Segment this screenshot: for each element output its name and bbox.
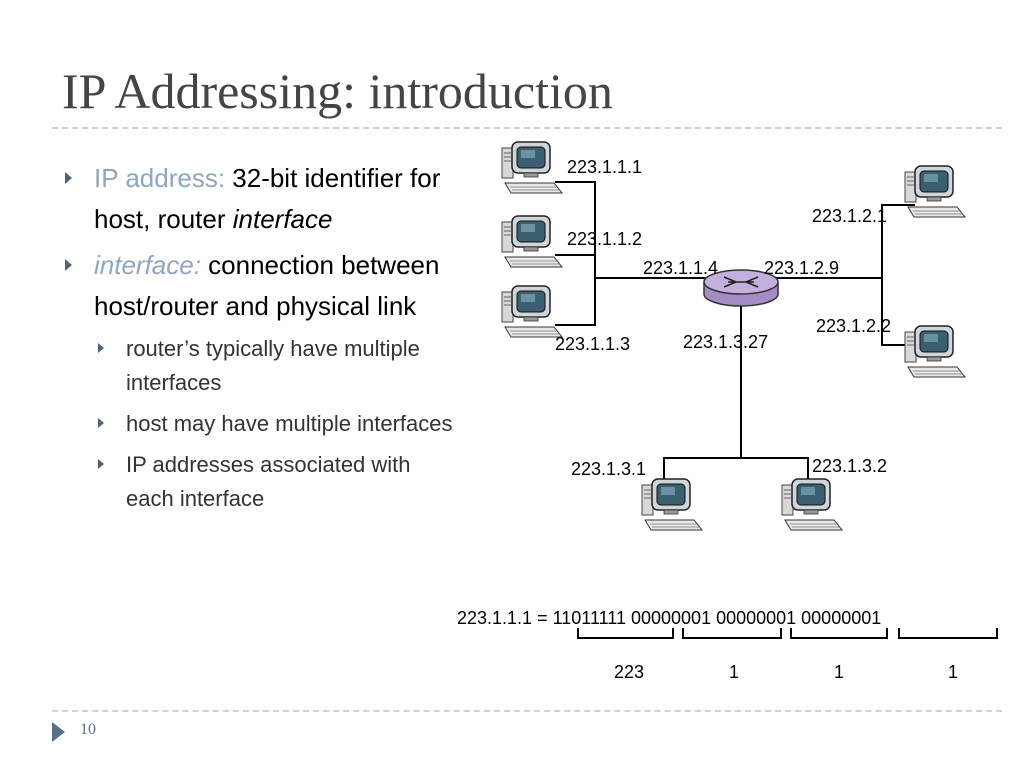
term-ip-address: IP address: [94, 163, 226, 193]
host-label-h5: 223.1.2.2 [816, 316, 891, 336]
subnet-1-bus [555, 181, 596, 326]
bullet-ip-address: IP address: 32-bit identifier for host, … [62, 158, 457, 240]
sub-bullet-arrow-icon [98, 418, 104, 428]
bullet-text: 32-bit identifier for host, router [94, 163, 441, 234]
bullet-interface: interface: connection between host/route… [62, 245, 457, 327]
binary-equation: 223.1.1.1 = 11011111 00000001 00000001 0… [457, 608, 881, 628]
subnet-3-bus [663, 457, 809, 485]
octet-brackets [577, 628, 998, 639]
octet-value: 1 [948, 662, 958, 682]
title-separator [52, 127, 1002, 129]
host-label-h3: 223.1.1.3 [555, 334, 630, 354]
host-label-h1: 223.1.1.1 [567, 157, 642, 177]
router-label-r3: 223.1.3.27 [683, 332, 768, 352]
host-h2-icon [501, 215, 563, 268]
host-h3-icon [501, 285, 563, 338]
host-label-h2: 223.1.1.2 [567, 229, 642, 249]
bullet-list: IP address: 32-bit identifier for host, … [62, 158, 457, 523]
sub-bullet-text: host may have multiple interfaces [126, 411, 453, 436]
host-label-h7: 223.1.3.2 [812, 456, 887, 476]
footer-arrow-icon [52, 722, 65, 742]
term-interface: interface: [94, 250, 201, 280]
sub-bullet-arrow-icon [98, 459, 104, 469]
sub-bullet: router’s typically have multiple interfa… [62, 332, 457, 400]
bullet-arrow-icon [65, 259, 72, 271]
slide-title: IP Addressing: introduction [62, 63, 613, 119]
sub-bullet-text: IP addresses associated with each interf… [126, 452, 411, 511]
host-h1-icon [501, 141, 563, 194]
router-label-r1: 223.1.1.4 [643, 258, 718, 278]
host-label-h6: 223.1.3.1 [571, 459, 646, 479]
sub-bullet-arrow-icon [98, 343, 104, 353]
router-label-r2: 223.1.2.9 [764, 258, 839, 278]
octet-value: 1 [729, 662, 739, 682]
sub-bullet: IP addresses associated with each interf… [62, 448, 457, 516]
sub-bullet: host may have multiple interfaces [62, 407, 457, 441]
network-links [555, 181, 915, 485]
bullet-text: connection between host/router and physi… [94, 250, 440, 321]
octet-value: 223 [614, 662, 644, 682]
page-number: 10 [80, 721, 96, 738]
host-label-h4: 223.1.2.1 [812, 206, 887, 226]
octet-value: 1 [834, 662, 844, 682]
host-h6-icon [641, 478, 703, 531]
bullet-italic: interface [232, 204, 333, 234]
host-h5-icon [904, 325, 966, 378]
sub-bullet-text: router’s typically have multiple interfa… [126, 336, 420, 395]
subnet-2-bus [881, 204, 915, 346]
host-h4-icon [904, 165, 966, 218]
host-h7-icon [781, 478, 843, 531]
router-icon [703, 269, 779, 307]
bullet-arrow-icon [65, 172, 72, 184]
footer-separator [52, 710, 1002, 712]
